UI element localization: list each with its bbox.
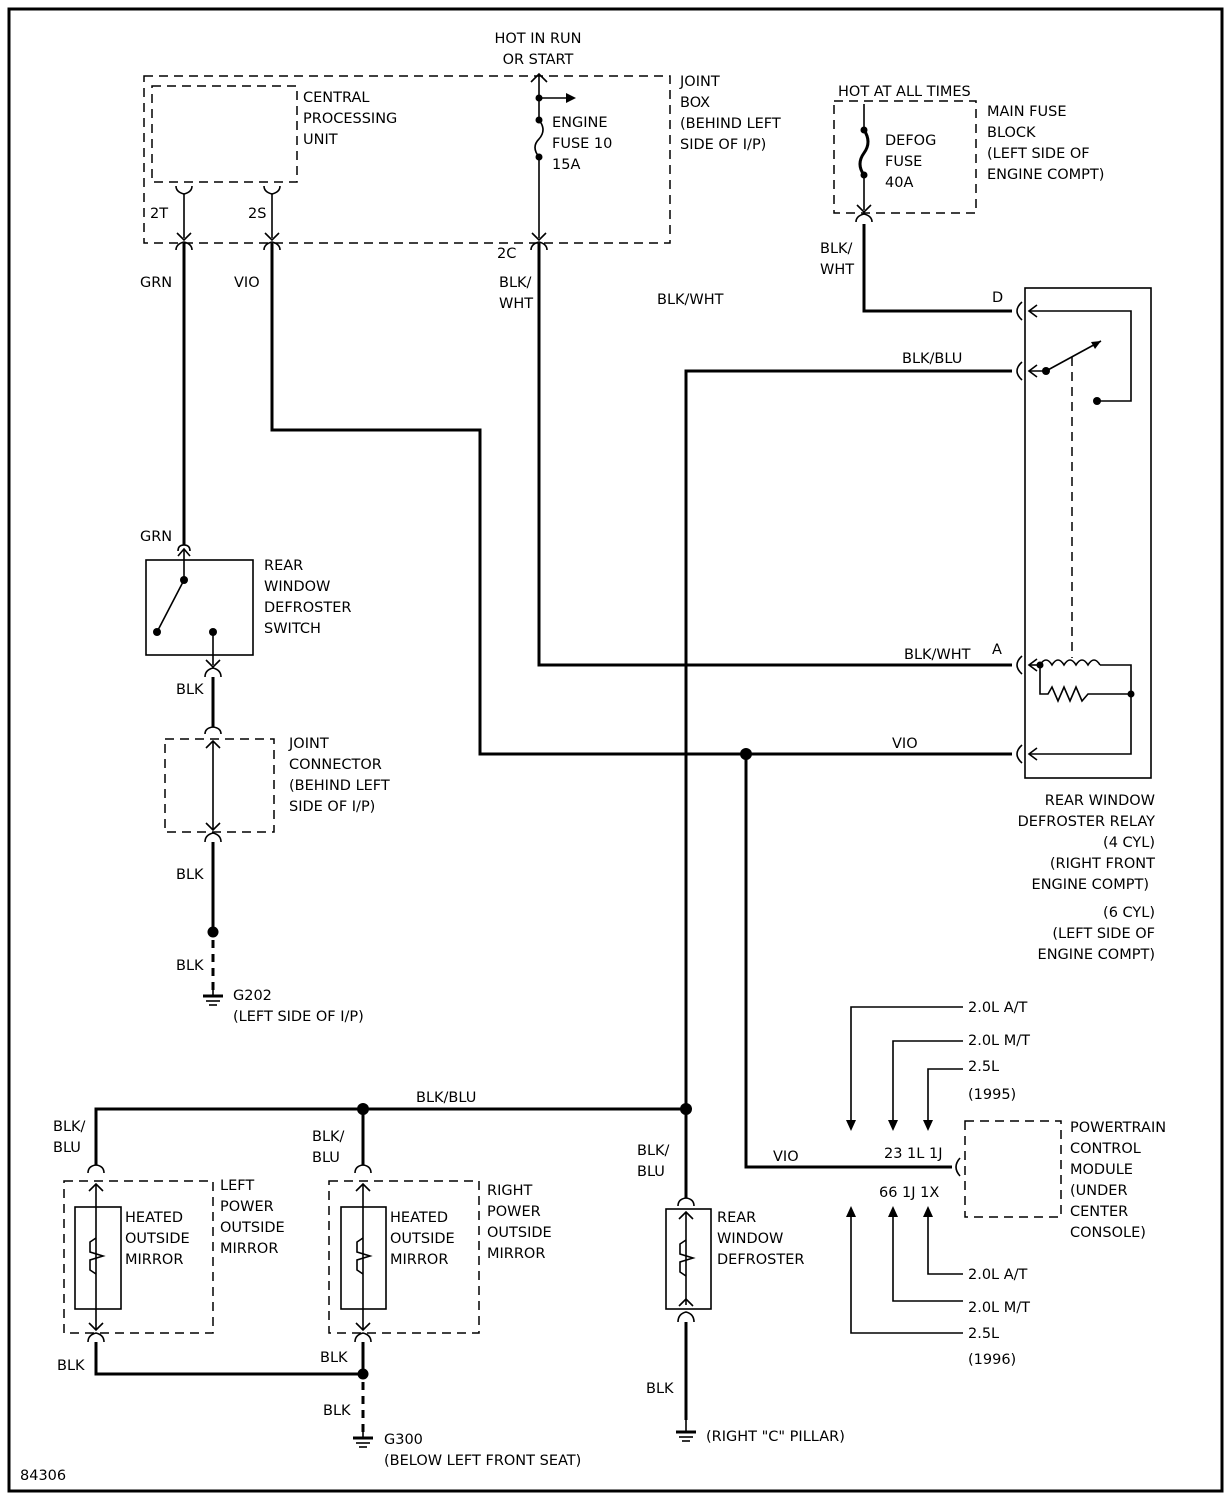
g300-label: G300(BELOW LEFT FRONT SEAT) <box>384 1432 581 1469</box>
wire-label-blk-right-mirror: BLK <box>320 1350 348 1366</box>
wire-blk-wht-run <box>537 243 1012 667</box>
wire-label-blkblu-left: BLK/BLU <box>53 1119 86 1156</box>
pcm-variant-bottom-2: 2.0L M/T <box>968 1300 1030 1316</box>
wire-label-vio-relay: VIO <box>892 736 918 752</box>
splice-blkblu-right <box>680 1103 692 1115</box>
heater-element-icon <box>679 1239 696 1277</box>
wire-blk-mirrors <box>94 1342 363 1376</box>
wire-label-blk-connector: BLK <box>176 867 204 883</box>
pin-2t-label: 2T <box>150 206 168 222</box>
pcm-variant-top-2: 2.0L M/T <box>968 1033 1030 1049</box>
wire-label-blk-g300: BLK <box>323 1403 351 1419</box>
pcm-variant-bottom-1: 2.0L A/T <box>968 1267 1028 1283</box>
wire-label-blkblu-relay: BLK/BLU <box>902 351 962 367</box>
relay-pin-a: A <box>992 642 1002 658</box>
wire-label-blkblu-right: BLK/BLU <box>637 1143 670 1180</box>
wire-label-blk-left-mirror: BLK <box>57 1358 85 1374</box>
pin-2c-label: 2C <box>497 246 516 262</box>
wire-label-blk-switch: BLK <box>176 682 204 698</box>
hot-at-all-times-label: HOT AT ALL TIMES <box>838 84 971 100</box>
ground-g300-icon <box>353 1428 373 1448</box>
wire-label-blk-g202: BLK <box>176 958 204 974</box>
ground-g202-icon <box>203 986 223 1006</box>
pcm-pins-bottom: 66 1J 1X <box>879 1185 939 1201</box>
pin-2s-label: 2S <box>248 206 266 222</box>
wire-label-blkwht-mid: BLK/WHT <box>657 292 724 308</box>
splice-blk-g202 <box>207 926 219 938</box>
splice-blk-g300 <box>357 1368 369 1380</box>
wire-label-vio-pcm: VIO <box>773 1149 799 1165</box>
wire-label-blkblu-bus: BLK/BLU <box>416 1090 476 1106</box>
g202-label: G202(LEFT SIDE OF I/P) <box>233 988 364 1025</box>
pillar-ground-label: (RIGHT "C" PILLAR) <box>706 1429 845 1445</box>
wire-label-blkwht-run: BLK/WHT <box>499 275 533 312</box>
ground-pillar-icon <box>676 1420 696 1442</box>
wire-label-blkblu-mid: BLK/BLU <box>312 1129 345 1166</box>
wire-vio-pcm <box>744 754 952 1169</box>
pcm-pins-top: 23 1L 1J <box>884 1146 942 1162</box>
wire-label-blkwht-fuse: BLK/WHT <box>820 241 854 278</box>
wire-label-grn-switch: GRN <box>140 529 172 545</box>
wire-label-grn-top: GRN <box>140 275 172 291</box>
wire-label-blkwht-relay: BLK/WHT <box>904 647 971 663</box>
heater-element-icon <box>89 1237 106 1275</box>
figure-id: 84306 <box>20 1468 66 1484</box>
wire-label-vio-top: VIO <box>234 275 260 291</box>
pcm-variant-top-year: (1995) <box>968 1087 1016 1103</box>
diagram-border <box>7 7 1224 1493</box>
wire-vio <box>270 243 1012 756</box>
wire-blk-wht-fuse <box>862 224 1012 313</box>
pcm-variant-top-1: 2.0L A/T <box>968 1000 1028 1016</box>
wire-blk-blu-bus <box>94 1107 686 1165</box>
wire-label-blk-defroster: BLK <box>646 1381 674 1397</box>
wire-blk-blu-main <box>684 369 1012 1198</box>
pcm-variant-bottom-year: (1996) <box>968 1352 1016 1368</box>
heater-element-icon <box>356 1237 373 1275</box>
relay-pin-d: D <box>992 290 1003 306</box>
pcm-variant-bottom-3: 2.5L <box>968 1326 999 1342</box>
pcm-variant-top-3: 2.5L <box>968 1059 999 1075</box>
